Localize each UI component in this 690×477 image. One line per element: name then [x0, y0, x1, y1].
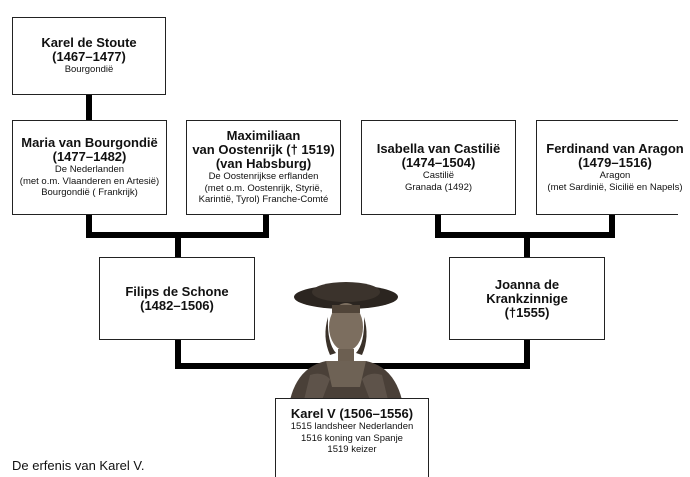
person-name: Maximiliaan van Oostenrijk († 1519) (van… [192, 128, 335, 172]
person-box-maximiliaan-van-oostenrijk: Maximiliaan van Oostenrijk († 1519) (van… [186, 120, 341, 215]
person-detail: 1515 landsheer Nederlanden 1516 koning v… [290, 421, 414, 455]
person-box-isabella-van-castilie: Isabella van Castilië (1474–1504) Castil… [361, 120, 516, 215]
person-box-ferdinand-van-aragon: Ferdinand van Aragon (1479–1516) Aragon … [536, 120, 684, 215]
connector-isabella-down [435, 214, 441, 238]
person-name: Maria van Bourgondië (1477–1482) [21, 135, 158, 165]
person-box-maria-van-bourgondie: Maria van Bourgondië (1477–1482) De Nede… [12, 120, 167, 215]
person-box-joanna-de-krankzinnige: Joanna de Krankzinnige (†1555) [449, 257, 605, 340]
connector-joanna-down [524, 339, 530, 369]
person-detail: De Nederlanden (met o.m. Vlaanderen en A… [19, 164, 160, 199]
connector-maximiliaan-down [263, 214, 269, 238]
person-detail: De Oostenrijkse erflanden (met o.m. Oost… [198, 171, 329, 206]
person-name: Karel V (1506–1556) [290, 406, 414, 421]
connector-maria-down [86, 214, 92, 238]
person-name: Joanna de Krankzinnige (†1555) [486, 276, 568, 320]
figure-caption: De erfenis van Karel V. [12, 458, 145, 473]
person-name: Ferdinand van Aragon (1479–1516) [546, 141, 684, 170]
person-name: Isabella van Castilië (1474–1504) [376, 141, 501, 170]
connector-ferdinand-down [609, 214, 615, 238]
person-box-karel-de-stoute: Karel de Stoute (1467–1477) Bourgondië [12, 17, 166, 95]
karel-v-bust-image [290, 282, 402, 400]
person-name: Filips de Schone (1482–1506) [125, 283, 229, 313]
connector-karel-to-maria [86, 95, 92, 122]
person-name: Karel de Stoute (1467–1477) [41, 35, 137, 65]
person-detail: Bourgondië [64, 64, 114, 76]
person-box-filips-de-schone: Filips de Schone (1482–1506) [99, 257, 255, 340]
person-box-karel-v: Karel V (1506–1556) 1515 landsheer Neder… [275, 398, 429, 477]
person-detail: Castilië Granada (1492) [404, 170, 473, 193]
connector-filips-down [175, 339, 181, 369]
connector-to-filips [175, 232, 181, 258]
person-detail: Aragon (met Sardinië, Sicilië en Napels) [547, 170, 683, 193]
connector-to-joanna [524, 232, 530, 258]
